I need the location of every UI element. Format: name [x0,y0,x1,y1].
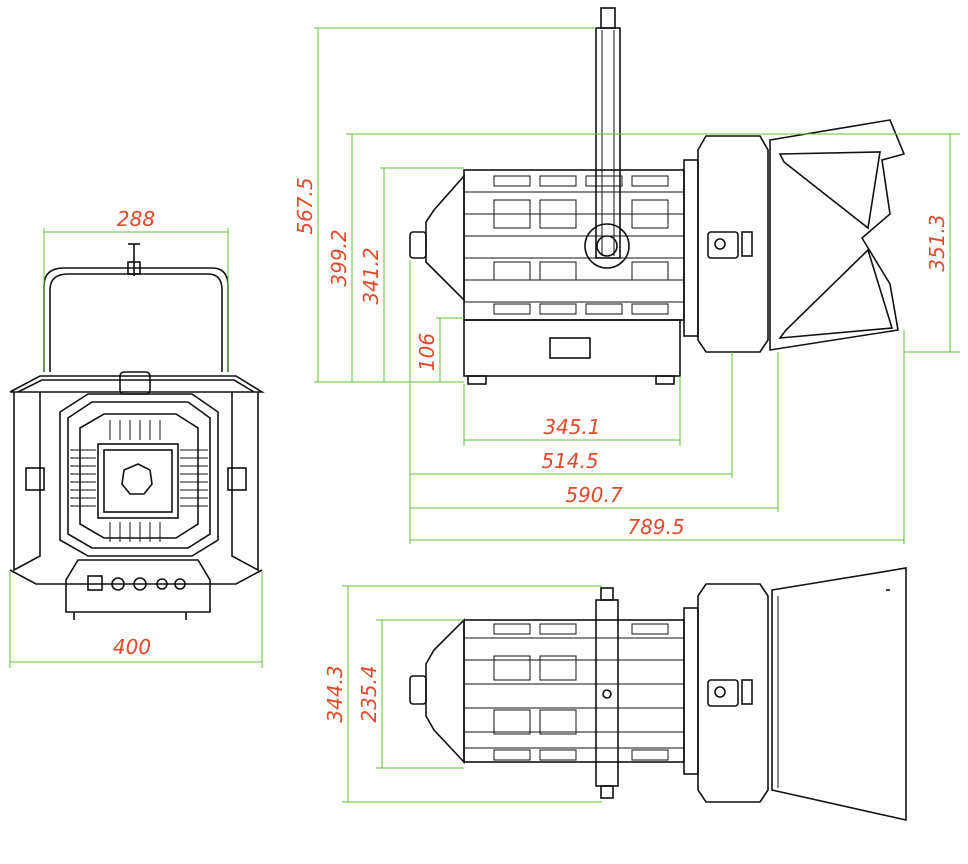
side-view: 567.5 399.2 341.2 106 351.3 345.1 [293,7,960,544]
dimension-235-4: 235.4 [357,619,464,769]
dim-label-341-2: 341.2 [359,247,383,304]
dimension-351-3: 351.3 [904,134,960,353]
dim-label-399-2: 399.2 [327,229,351,286]
dimension-106: 106 [415,317,464,382]
dimension-344-3: 344.3 [323,585,602,803]
dim-label-590-7: 590.7 [565,483,623,507]
dimension-400: 400 [9,572,263,668]
dim-label-345-1: 345.1 [543,415,600,439]
dim-label-235-4: 235.4 [357,665,381,722]
dimension-514-5: 514.5 [409,260,733,544]
front-view: 288 400 [9,207,265,668]
dim-label-351-3: 351.3 [925,214,949,271]
dimension-288: 288 [43,207,229,372]
top-view: 344.3 235.4 [323,567,907,821]
dim-label-344-3: 344.3 [323,665,347,722]
dim-label-514-5: 514.5 [541,449,598,473]
dim-label-106: 106 [415,333,439,371]
dim-label-400: 400 [113,635,151,659]
dim-label-567-5: 567.5 [293,177,317,234]
dimension-341-2: 341.2 [359,167,464,382]
dimension-567-5: 567.5 [293,27,596,383]
dim-label-789-5: 789.5 [627,515,684,539]
dimension-590-7: 590.7 [410,352,779,512]
dimension-789-5: 789.5 [410,330,905,544]
dimension-345-1: 345.1 [463,376,681,446]
dim-label-288: 288 [117,207,155,231]
dimension-399-2: 399.2 [327,133,960,382]
